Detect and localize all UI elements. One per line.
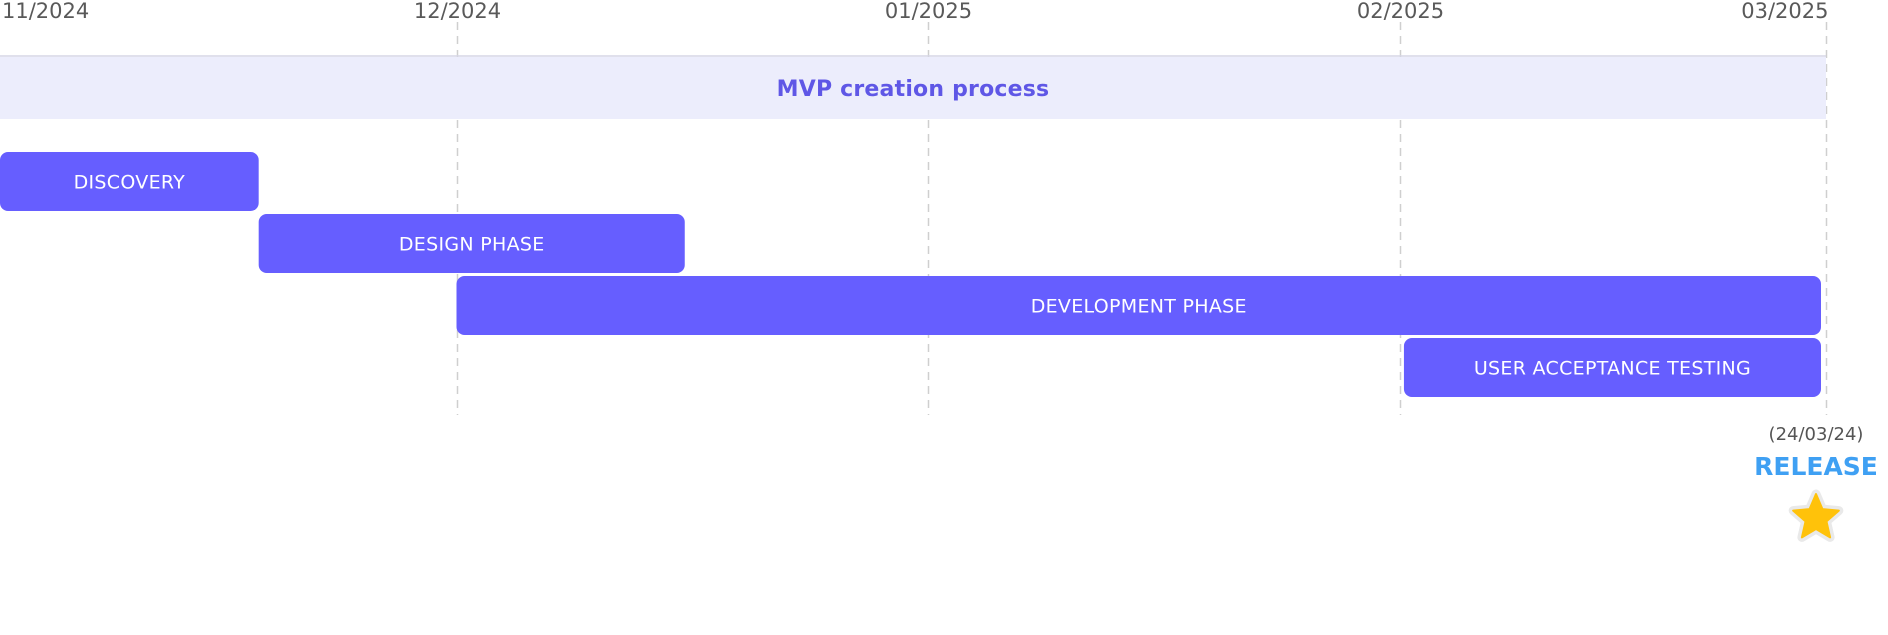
- task-bar: [0, 152, 259, 211]
- star-icon: [1792, 493, 1840, 539]
- milestone-label: RELEASE: [1754, 452, 1878, 481]
- x-tick-label: 01/2025: [885, 0, 972, 23]
- task-bar: [456, 276, 1821, 335]
- x-tick-label: 12/2024: [414, 0, 501, 23]
- task-bar-label: DEVELOPMENT PHASE: [1031, 296, 1247, 318]
- x-tick-label: 11/2024: [2, 0, 89, 23]
- task-bar-label: DESIGN PHASE: [399, 234, 545, 256]
- x-tick-label: 02/2025: [1357, 0, 1444, 23]
- task-bar: [1403, 338, 1821, 397]
- banner-band: [0, 57, 1826, 119]
- task-bar-label: DISCOVERY: [74, 172, 186, 194]
- task-bar: [258, 214, 685, 273]
- banner-label: MVP creation process: [777, 77, 1050, 102]
- task-bar-label: USER ACCEPTANCE TESTING: [1474, 358, 1751, 380]
- x-tick-label: 03/2025: [1741, 0, 1828, 23]
- milestone-date-label: (24/03/24): [1769, 424, 1864, 445]
